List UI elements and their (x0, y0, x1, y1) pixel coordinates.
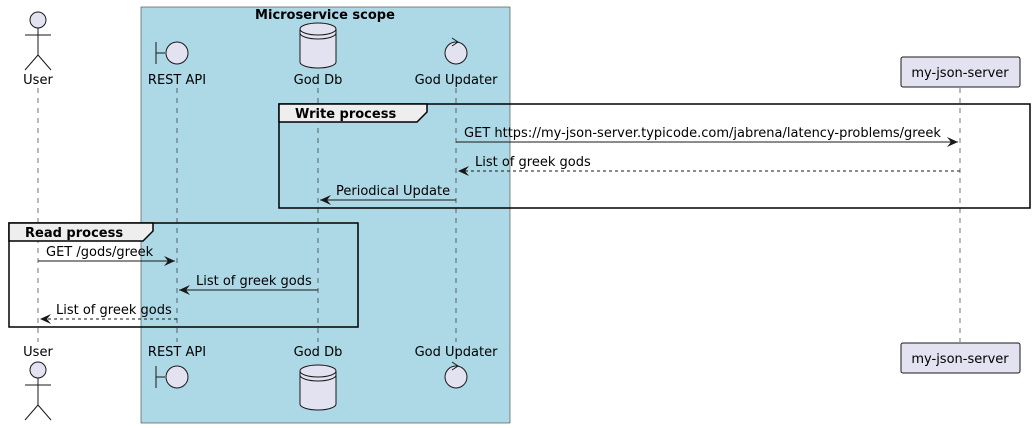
message-label-5: List of greek gods (196, 274, 312, 289)
rest-api-boundary-icon-bottom (155, 365, 189, 389)
participant-label-rest-api-bottom: REST API (148, 345, 206, 360)
god-db-database-icon-bottom (299, 364, 337, 411)
microservice-scope-title: Microservice scope (255, 8, 395, 23)
participant-label-rest-api-top: REST API (148, 73, 206, 88)
participant-label-user-bottom: User (23, 345, 53, 360)
god-updater-control-icon-bottom (444, 361, 468, 389)
participant-heads-top: User REST API God Db God Updater my-json… (23, 11, 1021, 88)
rest-api-boundary-icon (155, 41, 189, 65)
god-db-database-icon (299, 22, 337, 69)
my-json-server-box-top (900, 56, 1021, 88)
write-process-title: Write process (295, 107, 396, 122)
participant-label-god-updater-top: God Updater (415, 73, 498, 88)
participant-label-god-updater-bottom: God Updater (415, 345, 498, 360)
read-process-title: Read process (25, 226, 123, 241)
god-updater-control-icon (444, 37, 468, 65)
message-label-4: GET /gods/greek (46, 245, 154, 260)
read-process-tab (8, 222, 154, 242)
microservice-scope-box: Microservice scope (140, 6, 511, 424)
participant-label-my-json-server-top: my-json-server (911, 66, 1009, 81)
participant-heads-bottom: User REST API God Db God Updater my-json… (23, 342, 1021, 421)
participant-label-god-db-top: God Db (294, 73, 343, 88)
message-label-1: GET https://my-json-server.typicode.com/… (464, 126, 941, 141)
lifelines (37, 88, 961, 342)
participant-label-user-top: User (23, 73, 53, 88)
participant-label-god-db-bottom: God Db (294, 345, 343, 360)
message-label-3: Periodical Update (336, 184, 450, 199)
write-process-frame (278, 103, 1031, 209)
message-label-2: List of greek gods (475, 155, 591, 170)
user-actor-icon (24, 11, 52, 71)
my-json-server-box-bottom (900, 342, 1021, 374)
message-label-6: List of greek gods (56, 303, 172, 318)
write-process-tab (278, 103, 428, 123)
read-process-frame (8, 222, 359, 328)
messages: GET https://my-json-server.typicode.com/… (38, 126, 960, 324)
group-read-process: Read process (8, 222, 359, 328)
participant-label-my-json-server-bottom: my-json-server (911, 352, 1009, 367)
group-write-process: Write process (278, 103, 1031, 209)
user-actor-icon-bottom (24, 361, 52, 421)
microservice-scope-background (140, 6, 511, 424)
